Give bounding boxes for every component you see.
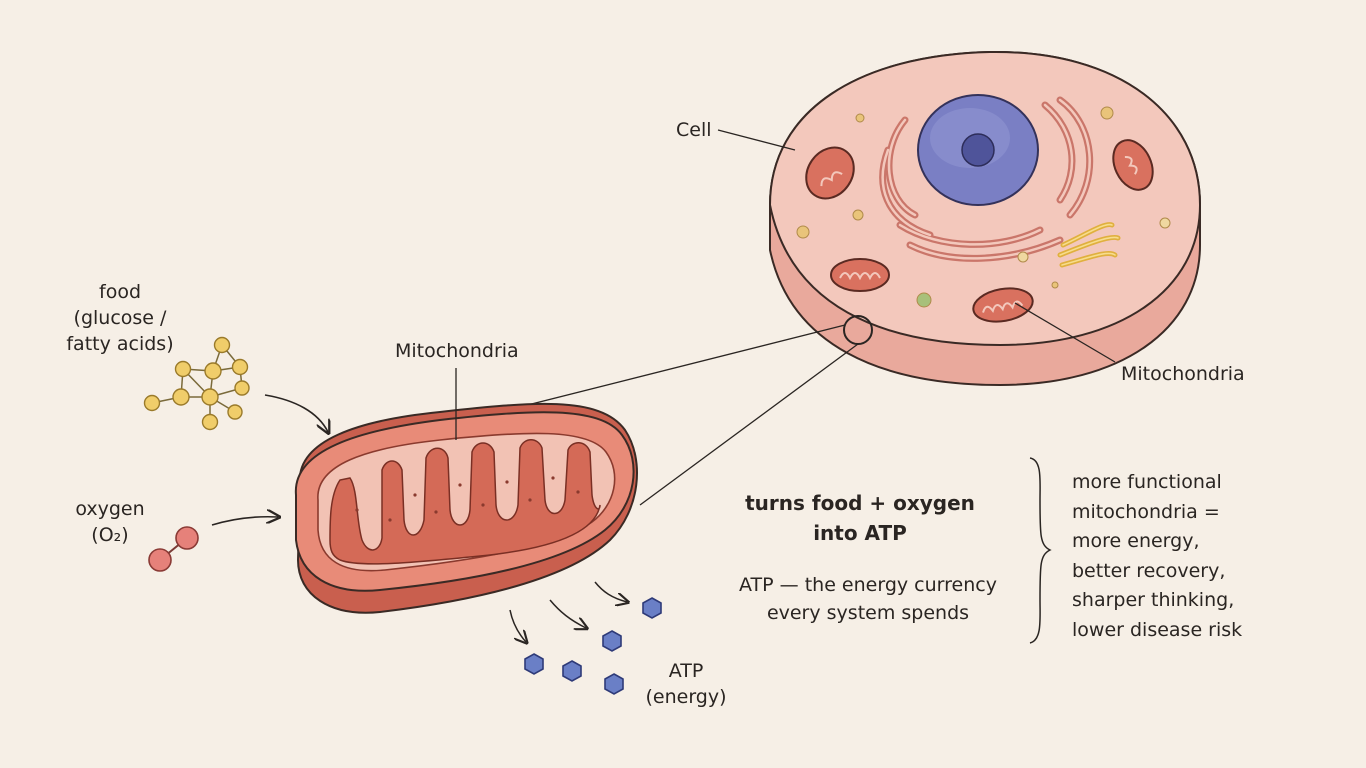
oxygen-arrow-icon bbox=[211, 517, 278, 526]
arrow-icon bbox=[549, 599, 586, 628]
zoom-lines bbox=[499, 324, 859, 506]
atp-label: ATP (energy) bbox=[640, 658, 732, 710]
mitochondria-main-label: Mitochondria bbox=[395, 340, 519, 362]
cell-mitochondria bbox=[805, 139, 1154, 323]
headline-line: turns food + oxygen bbox=[745, 491, 975, 515]
mitochondria-cell-label: Mitochondria bbox=[1121, 363, 1245, 385]
benefit-line: better recovery, bbox=[1072, 559, 1226, 582]
atp-molecule-icon bbox=[524, 597, 662, 695]
mito-cristae bbox=[329, 439, 601, 565]
explanation-headline: turns food + oxygen into ATP bbox=[740, 488, 980, 548]
food-arrow-icon bbox=[264, 394, 328, 432]
glucose-molecule-icon bbox=[143, 336, 250, 431]
benefit-line: more energy, bbox=[1072, 530, 1200, 552]
benefit-line: sharper thinking, bbox=[1072, 589, 1235, 611]
cell-label: Cell bbox=[676, 119, 712, 141]
cell-leader bbox=[717, 129, 796, 151]
benefit-line: mitochondria = bbox=[1072, 500, 1220, 523]
vesicles bbox=[796, 106, 1171, 308]
subtext-line: every system spends bbox=[766, 602, 970, 624]
cell bbox=[768, 50, 1202, 387]
food-label: food (glucose / fatty acids) bbox=[60, 279, 180, 357]
cell-mito-leader bbox=[1014, 302, 1116, 363]
benefits-list: more functional mitochondria = more ener… bbox=[1072, 468, 1242, 645]
nucleus bbox=[917, 94, 1039, 206]
oxygen-label: oxygen (O₂) bbox=[62, 496, 158, 548]
atp-arrows bbox=[509, 581, 627, 642]
benefit-line: more functional bbox=[1072, 471, 1222, 493]
headline-line: into ATP bbox=[813, 521, 907, 545]
food-label-line: fatty acids) bbox=[66, 333, 174, 355]
benefit-line: lower disease risk bbox=[1072, 618, 1243, 641]
brace bbox=[1029, 457, 1052, 644]
atp-label-line: (energy) bbox=[645, 686, 727, 708]
arrow-icon bbox=[509, 609, 526, 642]
subtext-line: ATP — the energy currency bbox=[739, 574, 997, 596]
atp-label-line: ATP bbox=[668, 660, 704, 682]
mitochondrion-large bbox=[294, 402, 638, 614]
explanation-subtext: ATP — the energy currency every system s… bbox=[720, 571, 1016, 627]
food-label-line: (glucose / bbox=[73, 307, 167, 329]
food-label-line: food bbox=[99, 281, 141, 303]
oxygen-label-line: (O₂) bbox=[91, 524, 129, 546]
oxygen-molecule-icon bbox=[148, 526, 199, 572]
arrow-icon bbox=[594, 581, 627, 602]
oxygen-label-line: oxygen bbox=[75, 498, 145, 520]
